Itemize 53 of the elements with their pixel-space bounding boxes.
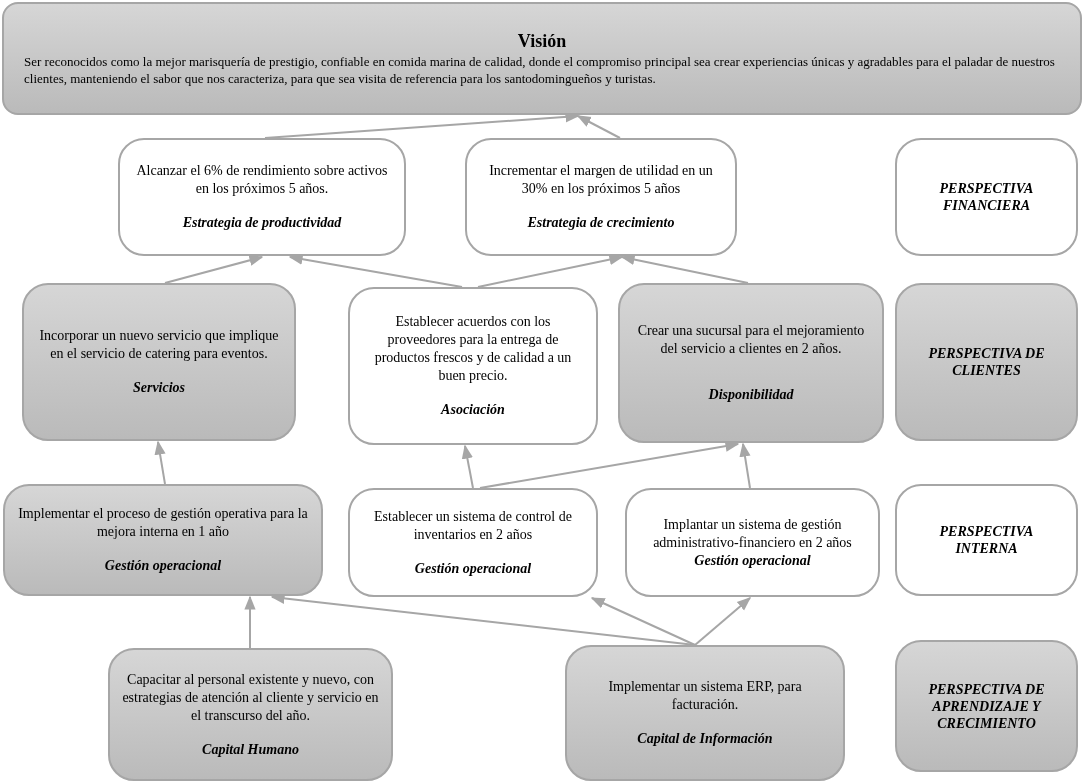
objective-box (625, 488, 880, 597)
arrow (590, 597, 696, 646)
objective-text: Capacitar al personal existente y nuevo, con estrategias de atención al cliente y servicio en el transcurso del año. (122, 670, 379, 725)
objective-box (118, 138, 406, 256)
strategy-label: Asociación (441, 401, 505, 419)
strategy-label: Estrategia de crecimiento (527, 214, 675, 232)
perspective-label: PERSPECTIVA DE CLIENTES (927, 345, 1046, 379)
vision-box (2, 2, 1082, 115)
objective-text: Establecer acuerdos con los proveedores para la entrega de productos frescos y de calidad a un buen precio. (373, 313, 573, 385)
arrow (477, 254, 624, 288)
strategy-label: Gestión operacional (414, 559, 532, 578)
arrow (461, 444, 474, 489)
strategy-label: Disponibilidad (708, 386, 794, 404)
objective-box (22, 283, 296, 441)
arrow (694, 597, 752, 646)
objective-box (348, 488, 598, 597)
objective-text: Establecer un sistema de control de inventarios en 2 años (373, 507, 573, 544)
objective-text: Alcanzar el 6% de rendimiento sobre activos en los próximos 5 años. (135, 162, 389, 198)
vision-title: Visión (516, 30, 568, 53)
arrow (154, 440, 166, 485)
perspective-label: PERSPECTIVA FINANCIERA (938, 180, 1035, 214)
objective-text: Implementar el proceso de gestión operativa para la mejora interna en 1 año (17, 505, 309, 541)
arrow (620, 254, 749, 284)
objective-box (108, 648, 393, 781)
strategy-label: Capital de Información (637, 730, 773, 748)
strategy-label: Gestión operacional (104, 557, 222, 575)
perspective-label: PERSPECTIVA DE APRENDIZAJE Y CRECIMIENTO (927, 680, 1046, 732)
objective-text: Crear una sucursal para el mejoramiento del servicio a clientes en 2 años. (636, 322, 866, 358)
perspective-box (895, 640, 1078, 772)
objective-box (565, 645, 845, 781)
perspective-box (895, 283, 1078, 441)
objective-text: Implantar un sistema de gestión administrativo-financiero en 2 años (652, 515, 853, 552)
arrow (244, 595, 256, 649)
vision-statement: Ser reconocidos como la mejor marisquería de prestigio, confiable en comida marina de calidad, donde el compromiso principal sea crear experiencias únicas y agradables para el paladar de nuestros clientes, manteniendo el sabor que nos caracteriza, para que sea visita de referencia para los santodomingueños y turistas. (24, 52, 1056, 87)
perspective-box (895, 138, 1078, 256)
arrow (164, 254, 264, 284)
objective-box (3, 484, 323, 596)
objective-text: Incrementar el margen de utilidad en un 30% en los próximos 5 años (488, 162, 714, 198)
objective-box (618, 283, 884, 443)
perspective-label: PERSPECTIVA INTERNA (938, 523, 1035, 557)
objective-text: Incorporar un nuevo servicio que implique en el servicio de catering para eventos. (38, 327, 280, 363)
perspective-box (895, 484, 1078, 596)
strategy-label: Capital Humano (202, 740, 299, 759)
arrow (576, 115, 621, 139)
objective-box (465, 138, 737, 256)
arrow (479, 440, 740, 489)
arrow (739, 442, 751, 489)
strategy-label: Gestión operacional (694, 551, 811, 570)
strategy-label: Estrategia de productividad (182, 214, 342, 232)
objective-box (348, 287, 598, 445)
objective-text: Implementar un sistema ERP, para facturación. (607, 678, 803, 714)
arrow (288, 253, 463, 288)
strategy-label: Servicios (132, 379, 186, 397)
